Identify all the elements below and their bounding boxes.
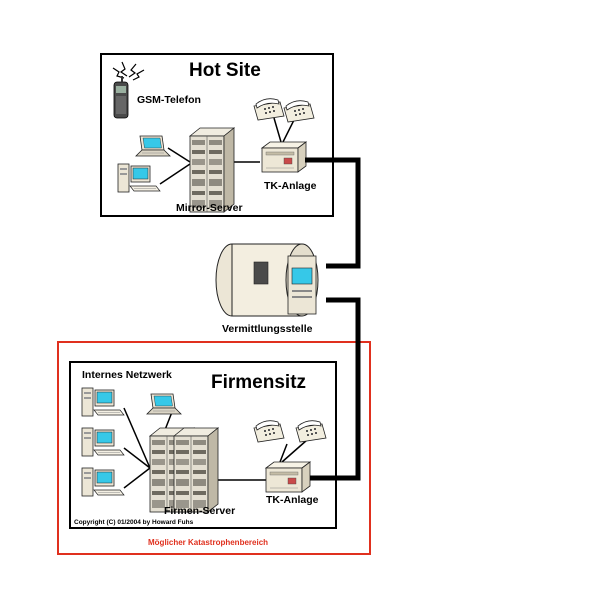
pbx-icon xyxy=(261,141,307,173)
hotsite-exchange-link xyxy=(305,157,361,269)
headquarters-pbx-label: TK-Anlage xyxy=(266,494,319,506)
mirror-server-icon xyxy=(189,127,235,213)
disaster-zone-border xyxy=(57,341,371,555)
exchange-icon xyxy=(215,243,319,317)
exchange-headquarters-link xyxy=(310,297,361,481)
gsm-label: GSM-Telefon xyxy=(137,94,201,106)
hot-site-links xyxy=(159,117,296,185)
exchange-label: Vermittlungsstelle xyxy=(222,323,313,335)
company-server-icon xyxy=(149,427,219,513)
company-server-label: Firmen-Server xyxy=(164,505,236,517)
signal-icon xyxy=(112,61,145,81)
pbx-icon xyxy=(265,461,311,493)
hot-site-title: Hot Site xyxy=(189,60,261,81)
fax-phone-icon xyxy=(295,420,327,443)
hot-site-pbx-label: TK-Anlage xyxy=(264,180,317,192)
headquarters-title: Firmensitz xyxy=(211,372,307,393)
telephone-icon xyxy=(253,98,285,121)
mirror-server-label: Mirror-Server xyxy=(176,202,243,214)
network-label: Internes Netzwerk xyxy=(82,369,172,381)
telephone-icon xyxy=(253,420,285,443)
fax-phone-icon xyxy=(283,100,315,123)
copyright-text: Copyright (C) 01/2004 by Howard Fuhs xyxy=(74,519,194,526)
gsm-phone-icon xyxy=(113,76,129,119)
disaster-zone-label: Möglicher Katastrophenbereich xyxy=(148,538,269,547)
